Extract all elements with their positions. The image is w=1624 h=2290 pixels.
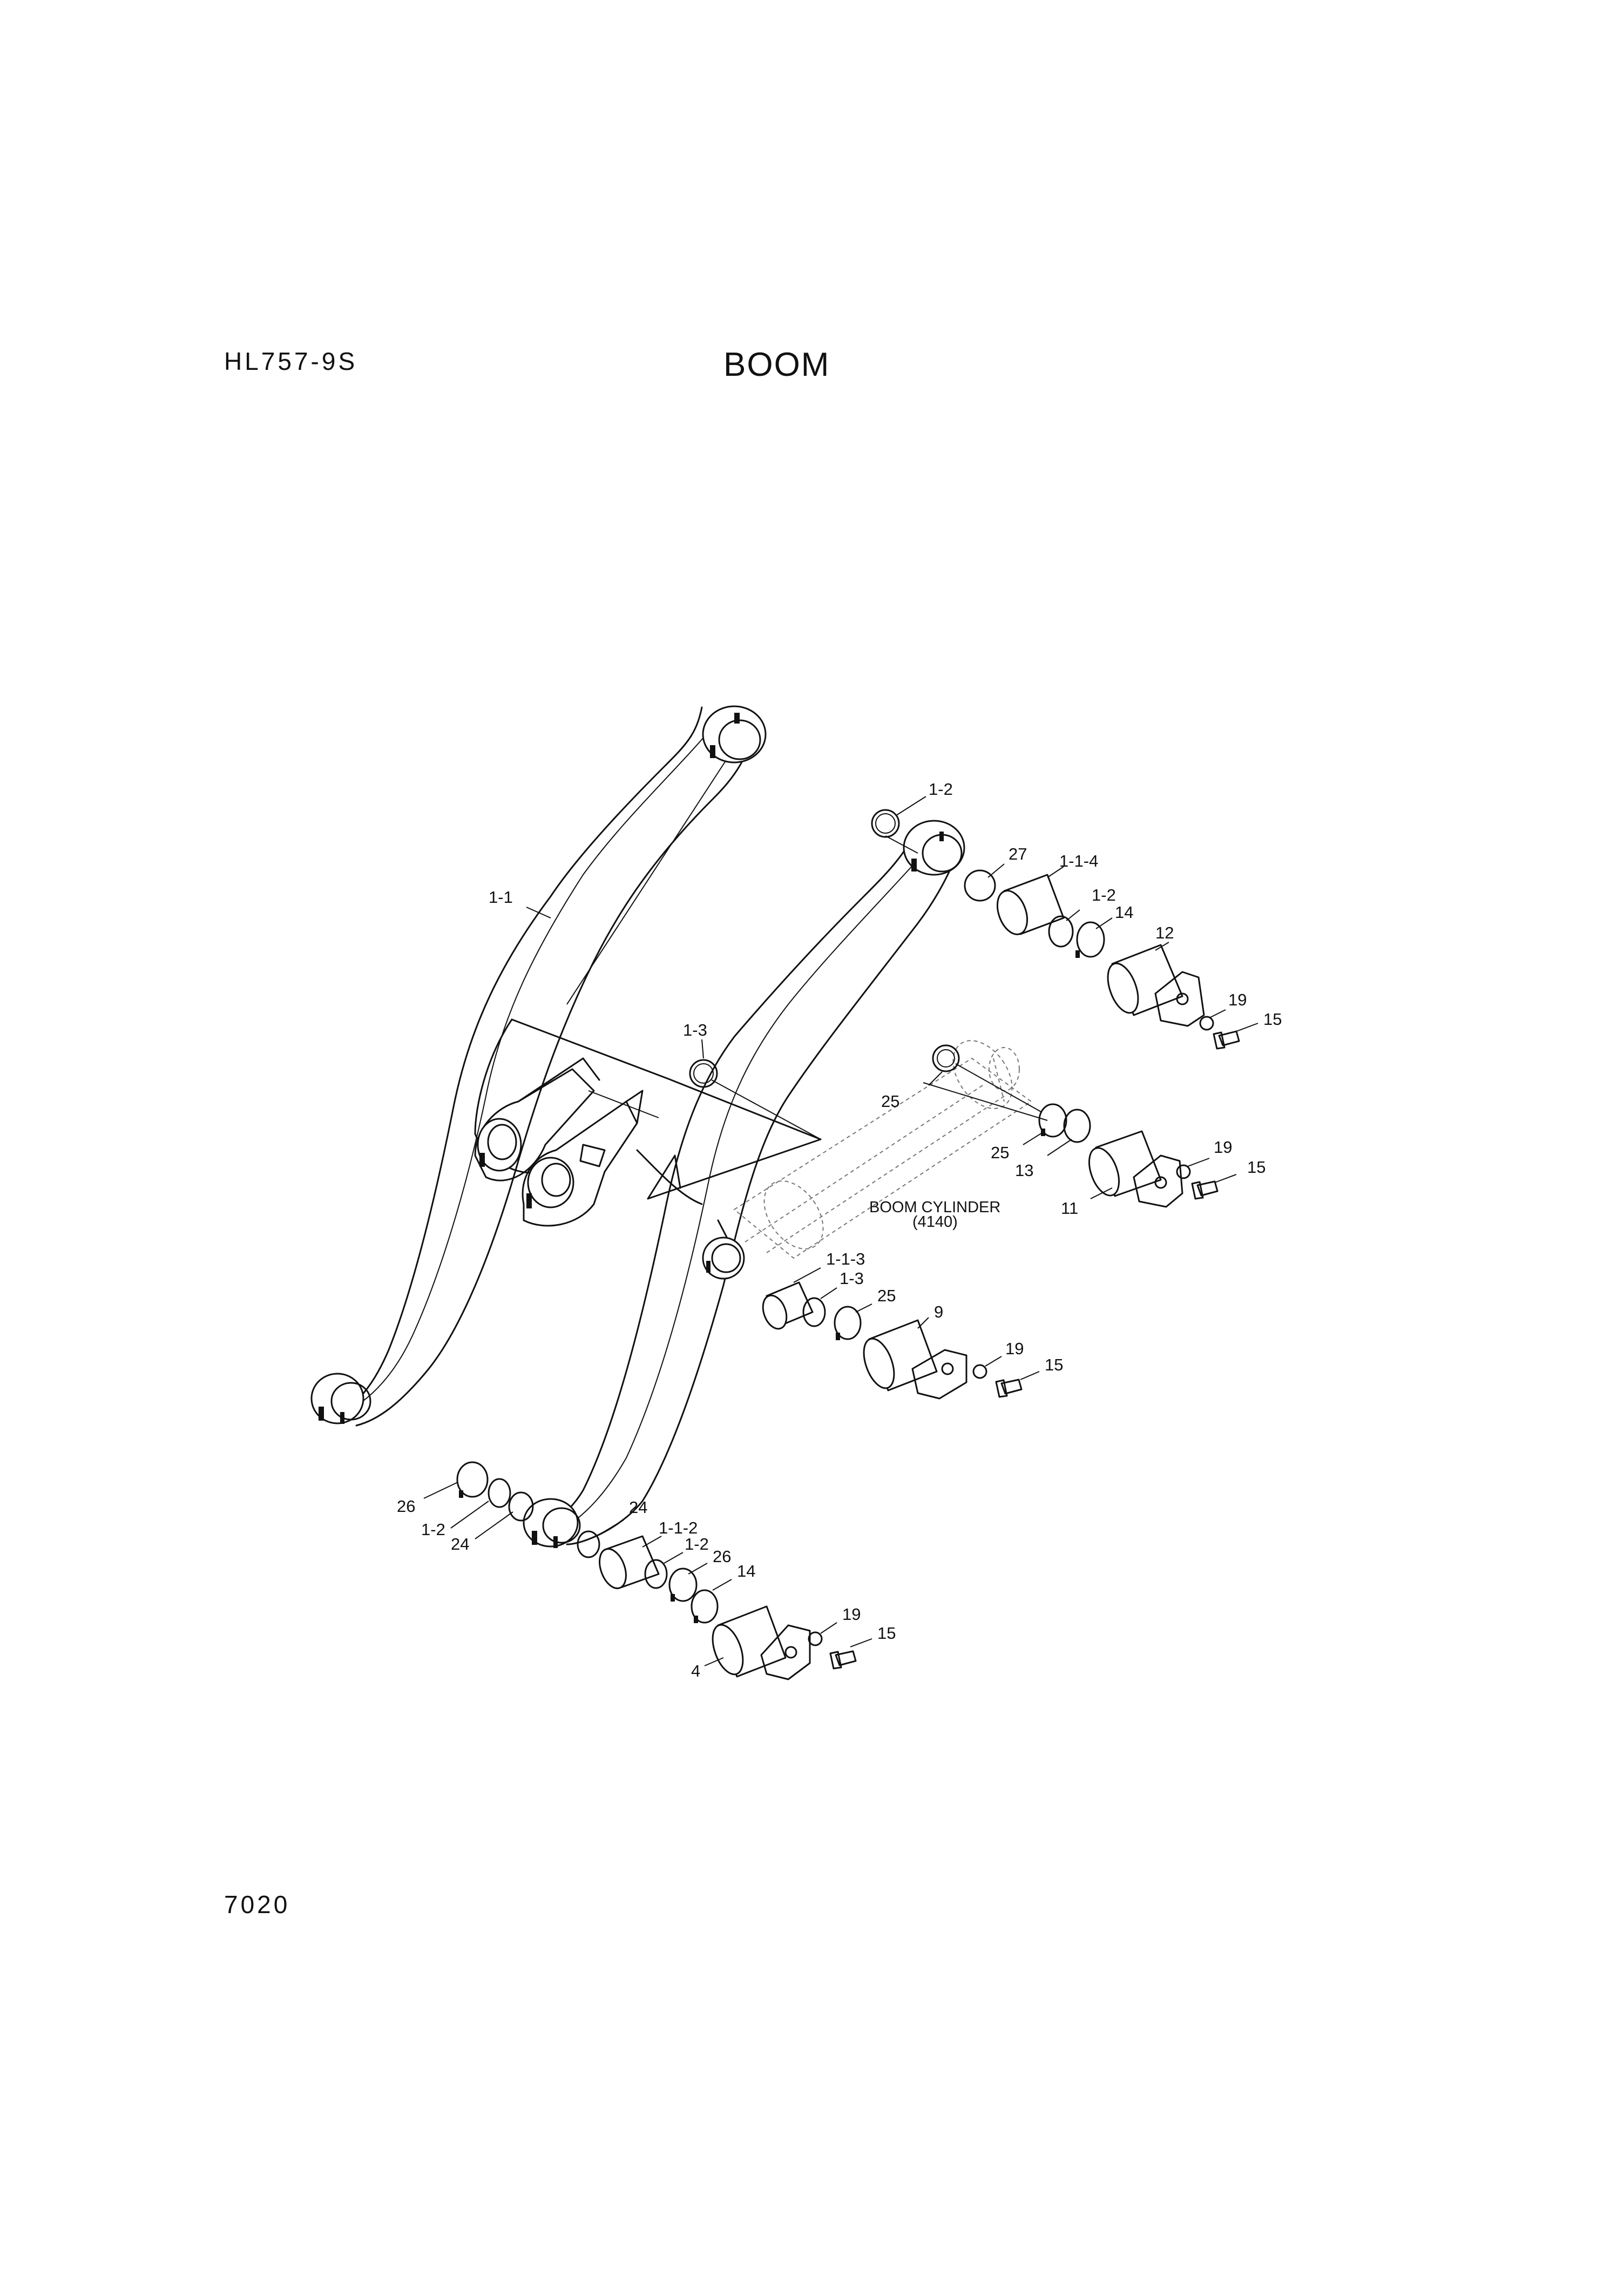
boom-cross-tube	[474, 1018, 822, 1205]
page-number: 7020	[224, 1890, 290, 1919]
callout-14-bot: 14	[737, 1562, 755, 1580]
parts-group-bottom-pin	[577, 1530, 857, 1680]
callout-1-1-3: 1-1-3	[826, 1249, 865, 1268]
callout-1-2-b: 1-2	[1092, 886, 1116, 904]
callout-1-2-bot: 1-2	[685, 1535, 709, 1553]
callout-27: 27	[1009, 845, 1027, 863]
boom-arm-right	[523, 820, 965, 1548]
callout-24-left: 24	[451, 1535, 469, 1553]
callout-15-top: 15	[1263, 1010, 1282, 1029]
callout-19-top: 19	[1228, 990, 1247, 1009]
callout-1-1-4: 1-1-4	[1059, 852, 1098, 870]
callout-12: 12	[1155, 923, 1174, 942]
callout-1-2-top: 1-2	[929, 780, 953, 799]
parts-group-left-bottom-eye	[456, 1461, 534, 1522]
callout-4: 4	[691, 1661, 700, 1680]
parts-group-cylinder-base-pin	[762, 1281, 1023, 1400]
boom-cylinder-ref: (4140)	[912, 1213, 958, 1231]
callout-11: 11	[1061, 1199, 1078, 1218]
callout-1-1-2: 1-1-2	[659, 1518, 698, 1537]
callout-26-left: 26	[397, 1497, 415, 1516]
callout-1-2-left: 1-2	[421, 1520, 445, 1539]
page-title: BOOM	[723, 346, 830, 383]
callout-25-mid: 25	[991, 1143, 1009, 1162]
bellcrank-brackets	[474, 1057, 644, 1227]
callout-19-low: 19	[1005, 1339, 1024, 1358]
parts-group-cross-ring	[689, 1059, 718, 1088]
boom-cylinder-label: BOOM CYLINDER	[869, 1199, 1000, 1216]
callout-26-bot: 26	[713, 1547, 731, 1566]
callout-24-right: 24	[629, 1498, 647, 1517]
boom-cylinder-phantom	[733, 1040, 1032, 1259]
callout-1-3-low: 1-3	[840, 1269, 864, 1288]
parts-group-top-pin	[871, 809, 1240, 1050]
callout-9: 9	[934, 1302, 943, 1321]
model-number: HL757-9S	[224, 347, 358, 375]
callout-13: 13	[1015, 1161, 1033, 1180]
callout-1-1: 1-1	[489, 888, 513, 907]
callout-14-top: 14	[1115, 903, 1133, 922]
callout-1-3-cross: 1-3	[683, 1021, 707, 1039]
callout-15-mid: 15	[1247, 1158, 1266, 1177]
callout-labels: 1-1 1-2 27 1-1-4 1-2 14 12 19 15 1-3 25 …	[397, 780, 1282, 1680]
boom-arm-left	[310, 705, 767, 1427]
callout-19-bot: 19	[842, 1605, 861, 1624]
callout-19-mid: 19	[1214, 1138, 1232, 1157]
callout-25-upper: 25	[881, 1092, 899, 1111]
callout-15-low: 15	[1045, 1355, 1063, 1374]
leader-lines	[423, 796, 1258, 1666]
callout-15-bot: 15	[877, 1624, 896, 1643]
callout-25-low: 25	[877, 1286, 896, 1305]
parts-group-cylinder-head-pin	[932, 1044, 1219, 1208]
